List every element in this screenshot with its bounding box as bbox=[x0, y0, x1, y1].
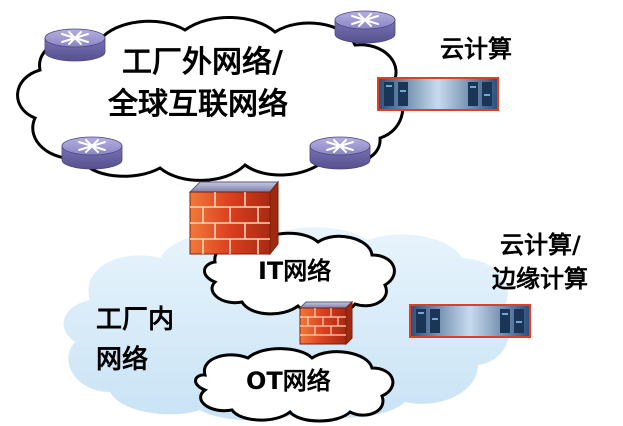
factory-internal-label-line2: 网络 bbox=[96, 345, 149, 375]
ot-network-label: OT网络 bbox=[246, 367, 331, 395]
it-network-label: IT网络 bbox=[258, 257, 332, 285]
ot-network-cloud bbox=[194, 347, 395, 423]
datacenter-icon bbox=[409, 304, 531, 338]
firewall-icon bbox=[188, 180, 280, 256]
factory-internal-cloud bbox=[63, 227, 510, 421]
cloud-computing-label: 云计算 bbox=[440, 35, 512, 63]
external-network-label-line2: 全球互联网络 bbox=[108, 87, 288, 122]
firewall-icon bbox=[298, 300, 354, 346]
datacenter-icon bbox=[377, 77, 499, 111]
router-icon bbox=[61, 136, 123, 170]
router-icon bbox=[334, 10, 396, 44]
cloud-edge-label-line1: 云计算/ bbox=[500, 231, 581, 259]
factory-internal-label-line1: 工厂内 bbox=[96, 305, 175, 335]
router-icon bbox=[309, 136, 371, 170]
router-icon bbox=[44, 28, 106, 62]
external-network-label-line1: 工厂外网络/ bbox=[122, 45, 283, 80]
cloud-edge-label-line2: 边缘计算 bbox=[492, 265, 588, 293]
